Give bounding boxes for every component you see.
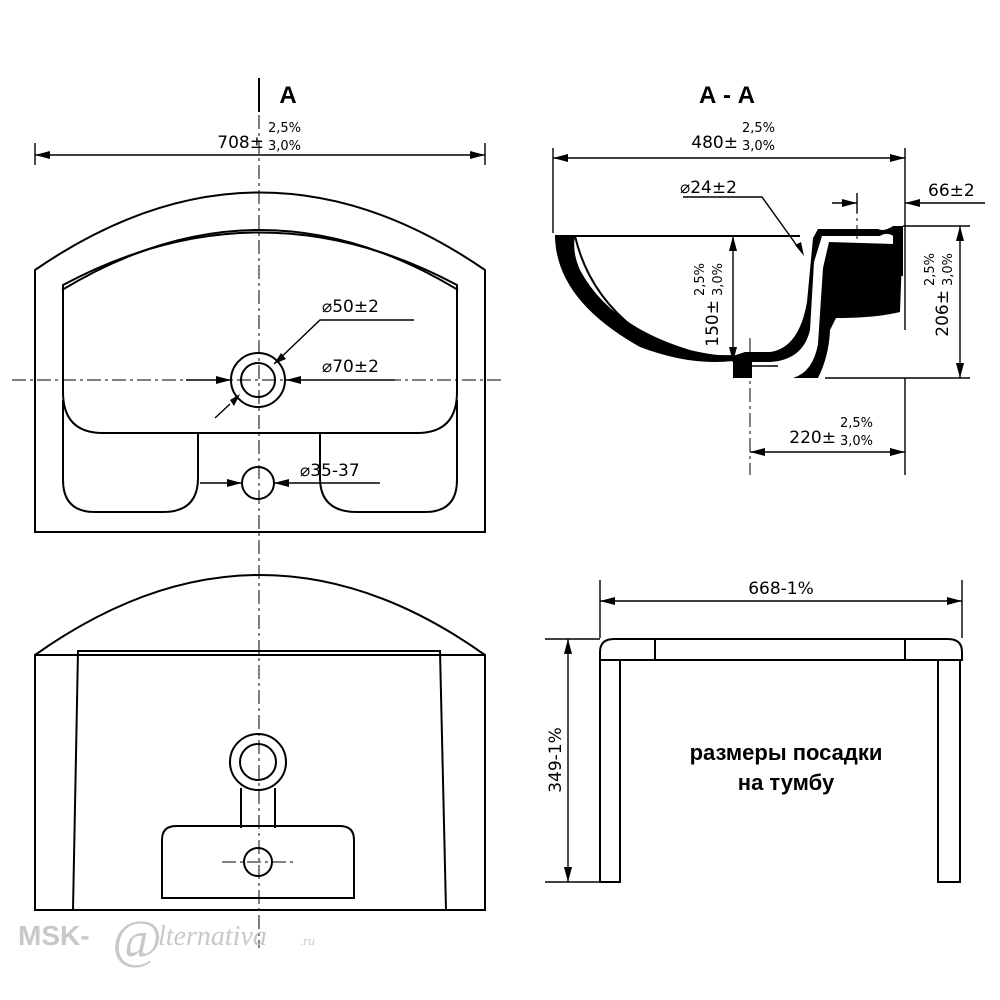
- watermark-logo-icon: @: [112, 909, 162, 969]
- svg-text:2,5%: 2,5%: [693, 263, 708, 296]
- left-lower-lobe: [62, 400, 199, 513]
- dimension-708: [34, 143, 486, 165]
- watermark-prefix: MSK-: [18, 920, 90, 951]
- svg-text:3,0%: 3,0%: [711, 263, 726, 296]
- svg-text:3,0%: 3,0%: [840, 434, 873, 449]
- dim-label-66: 66±2: [928, 181, 975, 201]
- view-label-a: А: [279, 82, 296, 109]
- bowl-outline: [62, 231, 458, 434]
- dim-label-708: 708± 2,5% 3,0%: [217, 121, 301, 154]
- top-view-inner-rim: [61, 229, 459, 291]
- svg-text:206±: 206±: [933, 290, 953, 337]
- note-line-2: на тумбу: [738, 770, 835, 795]
- cabinet-fit-view: [599, 638, 963, 883]
- dimension-668: [599, 580, 963, 638]
- dim-label-220: 220± 2,5% 3,0%: [789, 416, 873, 449]
- bowl-section-wall: [555, 226, 903, 378]
- dim-label-668: 668-1%: [748, 579, 814, 599]
- top-view: [34, 191, 486, 533]
- dim-label-206: 206± 2,5% 3,0%: [923, 253, 956, 337]
- svg-text:3,0%: 3,0%: [941, 253, 956, 286]
- top-view-outline: [34, 191, 486, 533]
- drain-pipe: [240, 788, 276, 828]
- top-view-leaders: [186, 319, 414, 487]
- dim-label-349: 349-1%: [546, 727, 566, 793]
- svg-text:2,5%: 2,5%: [840, 416, 873, 431]
- dimension-220: [750, 378, 906, 475]
- dimension-349: [545, 638, 600, 883]
- svg-text:3,0%: 3,0%: [268, 139, 301, 154]
- watermark-tld: .ru: [300, 933, 315, 948]
- dim-label-70: ⌀70±2: [322, 357, 379, 377]
- note-line-1: размеры посадки: [690, 740, 883, 765]
- svg-text:480±: 480±: [691, 133, 738, 153]
- svg-text:150±: 150±: [703, 300, 723, 347]
- svg-text:2,5%: 2,5%: [923, 253, 938, 286]
- right-lower-lobe: [319, 400, 458, 513]
- svg-text:2,5%: 2,5%: [742, 121, 775, 136]
- section-view: [555, 200, 903, 475]
- dimension-480: [552, 148, 906, 330]
- view-label-a-a: А - А: [699, 82, 755, 109]
- svg-text:220±: 220±: [789, 428, 836, 448]
- tap-hole-circle: [241, 466, 275, 500]
- front-view: [34, 574, 486, 911]
- watermark-suffix: lternativa: [158, 921, 267, 952]
- siphon-outer-circle: [229, 733, 287, 791]
- svg-text:3,0%: 3,0%: [742, 139, 775, 154]
- leader-24: [683, 196, 804, 256]
- dim-label-50: ⌀50±2: [322, 297, 379, 317]
- cabinet-left-leg: [599, 660, 621, 883]
- watermark: MSK- @ lternativa .ru: [18, 909, 315, 969]
- siphon-inner-circle: [239, 743, 277, 781]
- dim-label-480: 480± 2,5% 3,0%: [691, 121, 775, 154]
- cabinet-right-leg: [937, 660, 961, 883]
- front-view-outline: [34, 574, 486, 911]
- wall-flange: [893, 226, 903, 276]
- dim-label-150: 150± 2,5% 3,0%: [693, 263, 726, 347]
- dimension-206: [825, 225, 970, 379]
- cabinet-top-slab: [599, 638, 963, 661]
- dimension-150: [729, 236, 737, 362]
- section-inner-curve: [574, 235, 734, 358]
- svg-text:708±: 708±: [217, 133, 264, 153]
- dimension-66: [832, 193, 985, 213]
- dim-label-35: ⌀35-37: [300, 461, 360, 481]
- dim-label-24: ⌀24±2: [680, 178, 737, 198]
- svg-text:2,5%: 2,5%: [268, 121, 301, 136]
- pedestal-cutout: [161, 825, 355, 899]
